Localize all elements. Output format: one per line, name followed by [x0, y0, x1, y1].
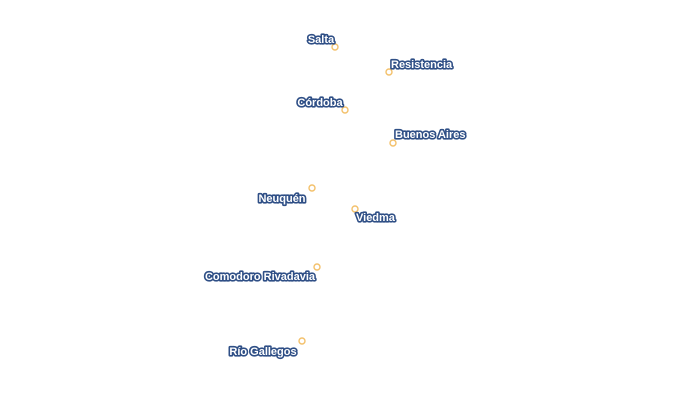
city-marker-rio-gallegos[interactable]	[298, 337, 306, 345]
city-marker-salta[interactable]	[331, 43, 339, 51]
city-marker-buenos-aires[interactable]	[389, 139, 397, 147]
city-label-resistencia: Resistencia	[391, 59, 453, 71]
city-markers	[298, 43, 397, 345]
city-label-cordoba: Córdoba	[297, 97, 343, 109]
city-label-neuquen: Neuquén	[258, 193, 305, 205]
city-label-viedma: Viedma	[356, 212, 396, 224]
city-marker-neuquen[interactable]	[308, 184, 316, 192]
city-label-comodoro-rivadavia: Comodoro Rivadavia	[205, 271, 316, 283]
city-label-salta: Salta	[308, 34, 335, 46]
city-marker-comodoro-rivadavia[interactable]	[313, 263, 321, 271]
city-label-rio-gallegos: Río Gallegos	[229, 346, 296, 358]
city-marker-cordoba[interactable]	[341, 106, 349, 114]
city-marker-viedma[interactable]	[351, 205, 359, 213]
city-label-buenos-aires: Buenos Aires	[395, 129, 466, 141]
city-marker-resistencia[interactable]	[385, 68, 393, 76]
